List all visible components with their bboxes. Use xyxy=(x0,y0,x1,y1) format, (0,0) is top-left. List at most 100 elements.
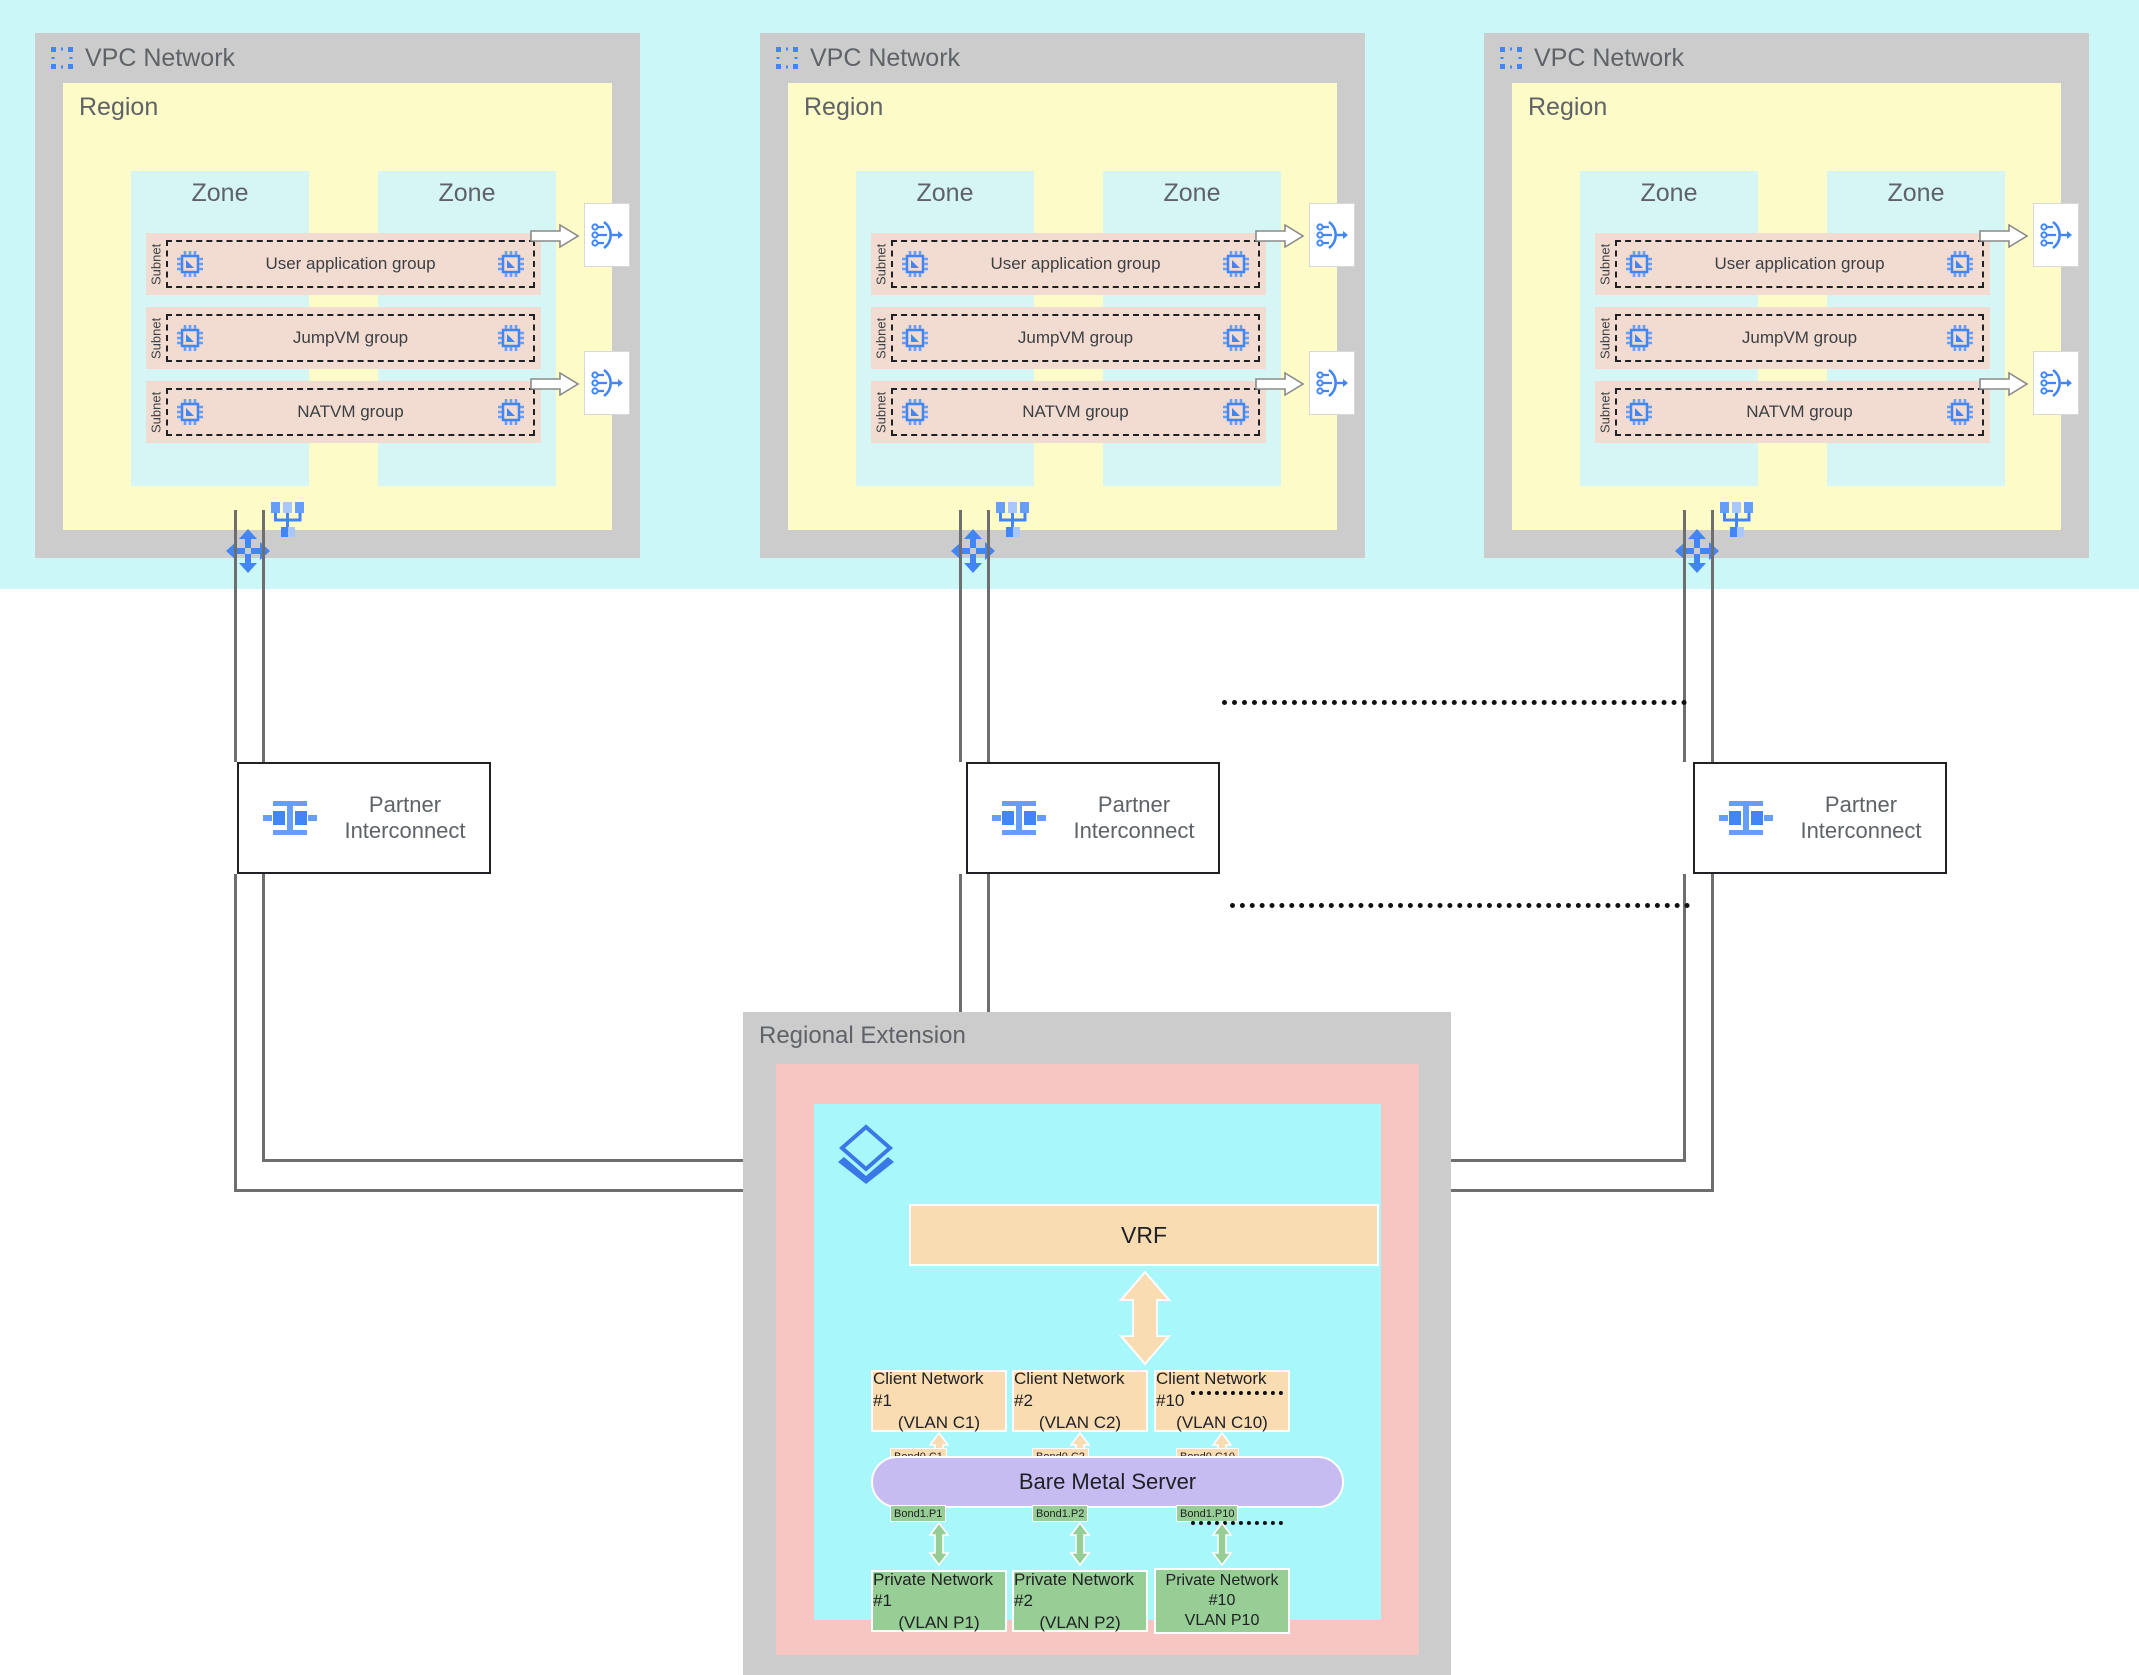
instance-group-label: JumpVM group xyxy=(292,328,409,347)
vpc3-link-b-into-vrf xyxy=(1379,1189,1714,1192)
instance-group-3[interactable]: NATVM group xyxy=(1615,388,1984,436)
load-balancer-top[interactable] xyxy=(2033,203,2079,267)
pi-line-1: Partner xyxy=(368,791,442,817)
vm-instance-icon xyxy=(1222,398,1250,426)
vm-instance-icon xyxy=(1946,250,1974,278)
vpc3-link-b-upper xyxy=(1711,510,1714,762)
load-balancer-icon xyxy=(1315,218,1349,252)
instance-group-3[interactable]: NATVM group xyxy=(166,388,535,436)
vm-instance-icon xyxy=(497,250,525,278)
subnet-3: Subnet NATVM group xyxy=(146,381,541,443)
load-balancer-icon xyxy=(590,366,624,400)
vrf-box[interactable]: VRF xyxy=(909,1204,1379,1266)
instance-group-label: JumpVM group xyxy=(1017,328,1134,347)
vpc3-link-a-upper xyxy=(1683,510,1686,762)
vpc-network-icon xyxy=(1498,45,1524,71)
vm-instance-icon xyxy=(176,250,204,278)
lb-arrow-top xyxy=(1255,223,1305,249)
instance-group-2[interactable]: JumpVM group xyxy=(891,314,1260,362)
zone-label: Zone xyxy=(191,179,249,207)
instance-group-1[interactable]: User application group xyxy=(1615,240,1984,288)
pi-line-1: Partner xyxy=(1824,791,1898,817)
ellipsis-dotted-line-top xyxy=(1222,700,1687,705)
vpc1-link-b-lower xyxy=(262,874,265,1161)
private-network-ellipsis xyxy=(1191,1521,1283,1525)
client-network-vlan: (VLAN C10) xyxy=(1176,1413,1268,1433)
vm-instance-icon xyxy=(1625,250,1653,278)
client-network-vlan: (VLAN C1) xyxy=(897,1413,981,1433)
private-network-2[interactable]: Private Network #2(VLAN P2) xyxy=(1012,1570,1148,1632)
private-bond-arrow-3 xyxy=(1211,1521,1233,1571)
regional-extension-pink-layer: VRF Client Network #1(VLAN C1)Client Net… xyxy=(776,1064,1419,1655)
regional-extension-inner-layer: VRF Client Network #1(VLAN C1)Client Net… xyxy=(814,1104,1381,1634)
vm-instance-icon xyxy=(1625,324,1653,352)
region-label: Region xyxy=(1528,93,1608,121)
instance-group-1[interactable]: User application group xyxy=(166,240,535,288)
client-network-2[interactable]: Client Network #2(VLAN C2) xyxy=(1012,1369,1148,1433)
vm-instance-icon xyxy=(901,250,929,278)
instance-group-label: NATVM group xyxy=(297,402,404,421)
region-label: Region xyxy=(804,93,884,121)
traffic-arrow-icon xyxy=(530,371,580,397)
instance-group-2[interactable]: JumpVM group xyxy=(166,314,535,362)
zone-label: Zone xyxy=(1887,179,1945,207)
ellipsis-dotted-line-bottom xyxy=(1230,903,1690,908)
vm-instance-icon xyxy=(901,398,929,426)
load-balancer-icon xyxy=(1315,366,1349,400)
region-label: Region xyxy=(79,93,159,121)
zone-label: Zone xyxy=(438,179,496,207)
bond1-label-1: Bond1.P1 xyxy=(890,1505,947,1522)
vpc1-link-a-into-vrf xyxy=(234,1189,909,1192)
load-balancer-bottom[interactable] xyxy=(2033,351,2079,415)
subnet-label: Subnet xyxy=(873,243,889,285)
vpc-title: VPC Network xyxy=(1534,43,1685,72)
private-bond-arrow-1 xyxy=(928,1521,950,1571)
subnet-label: Subnet xyxy=(1597,243,1613,285)
vm-instance-icon xyxy=(497,324,525,352)
load-balancer-top[interactable] xyxy=(1309,203,1355,267)
load-balancer-top[interactable] xyxy=(584,203,630,267)
client-network-1[interactable]: Client Network #1(VLAN C1) xyxy=(871,1369,1007,1433)
client-network-3[interactable]: Client Network #10(VLAN C10) xyxy=(1154,1369,1290,1433)
subnet-label: Subnet xyxy=(148,391,164,433)
traffic-arrow-icon xyxy=(530,223,580,249)
client-network-vlan: (VLAN C2) xyxy=(1038,1413,1122,1433)
vpc-title: VPC Network xyxy=(85,43,236,72)
private-bond-arrow-2 xyxy=(1069,1521,1091,1571)
vpc-header: VPC Network xyxy=(1484,33,2089,83)
subnet-label: Subnet xyxy=(873,391,889,433)
bond1-label-3: Bond1.P10 xyxy=(1176,1505,1239,1522)
zone-label: Zone xyxy=(1163,179,1221,207)
bare-metal-server[interactable]: Bare Metal Server xyxy=(871,1456,1344,1508)
instance-group-2[interactable]: JumpVM group xyxy=(1615,314,1984,362)
private-network-vlan: (VLAN P1) xyxy=(898,1612,980,1632)
private-network-name: Private Network xyxy=(1165,1572,1279,1589)
instance-group-1[interactable]: User application group xyxy=(891,240,1260,288)
pi-line-2: Interconnect xyxy=(1073,818,1195,843)
private-network-1[interactable]: Private Network #1(VLAN P1) xyxy=(871,1570,1007,1632)
vm-instance-icon xyxy=(1946,398,1974,426)
load-balancer-bottom[interactable] xyxy=(1309,351,1355,415)
instance-group-3[interactable]: NATVM group xyxy=(891,388,1260,436)
subnet-label: Subnet xyxy=(148,317,164,359)
vpc-network-icon xyxy=(49,45,75,71)
load-balancer-bottom[interactable] xyxy=(584,351,630,415)
vpc3-link-b-lower xyxy=(1711,874,1714,1191)
interconnect-icon xyxy=(261,793,319,843)
instance-group-label: JumpVM group xyxy=(1741,328,1858,347)
interconnect-icon xyxy=(990,793,1048,843)
